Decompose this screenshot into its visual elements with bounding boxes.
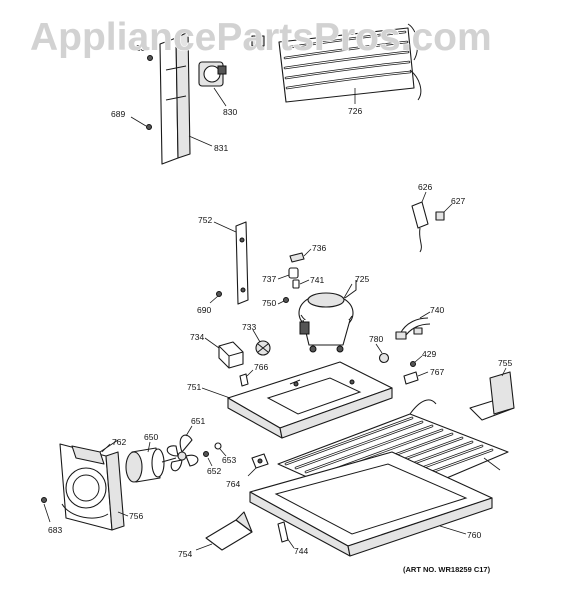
fan-motor-830 (198, 61, 227, 87)
art-number: (ART NO. WR18259 C17) (403, 565, 491, 574)
clip-764 (251, 453, 269, 469)
bracket-754 (205, 511, 253, 551)
evaporator-coil-726 (251, 23, 422, 103)
callout-733: 733 (242, 322, 256, 332)
callout-741: 741 (310, 275, 324, 285)
callout-627: 627 (451, 196, 465, 206)
thermostat-626 (411, 201, 445, 253)
fan-motor-650 (125, 447, 177, 483)
callout-740: 740 (430, 305, 444, 315)
callout-755: 755 (498, 358, 512, 368)
callout-764: 764 (226, 479, 240, 489)
callout-653: 653 (222, 455, 236, 465)
callout-744: 744 (294, 546, 308, 556)
callout-751: 751 (187, 382, 201, 392)
fan-blade-651 (166, 434, 199, 472)
bracket-755 (469, 371, 515, 421)
callout-750: 750 (262, 298, 276, 308)
callout-690: 690 (197, 305, 211, 315)
support-bracket-752 (235, 221, 249, 305)
watermark: AppliancePartsPros.com (30, 16, 492, 59)
callout-760: 760 (467, 530, 481, 540)
callout-725: 725 (355, 274, 369, 284)
callout-683: 683 (48, 525, 62, 535)
overload-733 (255, 340, 271, 356)
callout-767: 767 (430, 367, 444, 377)
relay-734 (218, 341, 244, 369)
callout-831: 831 (214, 143, 228, 153)
callout-830: 830 (223, 107, 237, 117)
callout-650: 650 (144, 432, 158, 442)
callout-689: 689 (111, 109, 125, 119)
fan-shroud-756 (59, 443, 125, 531)
callout-752: 752 (198, 215, 212, 225)
callout-bracket-screw: 83 (136, 43, 146, 53)
callout-726: 726 (348, 106, 362, 116)
callout-651: 651 (191, 416, 205, 426)
callout-736: 736 (312, 243, 326, 253)
callout-762: 762 (112, 437, 126, 447)
bracket-831 (147, 31, 191, 165)
callout-734: 734 (190, 332, 204, 342)
callout-652: 652 (207, 466, 221, 476)
gasket-762 (71, 439, 119, 465)
callout-754: 754 (178, 549, 192, 559)
callout-780: 780 (369, 334, 383, 344)
callout-626: 626 (418, 182, 432, 192)
compressor-725 (298, 280, 357, 353)
drain-pan-760 (249, 451, 493, 557)
base-pan-751 (227, 361, 393, 439)
wire-harness-740 (395, 317, 431, 340)
callout-429: 429 (422, 349, 436, 359)
callout-766: 766 (254, 362, 268, 372)
callout-756: 756 (129, 511, 143, 521)
callout-737: 737 (262, 274, 276, 284)
